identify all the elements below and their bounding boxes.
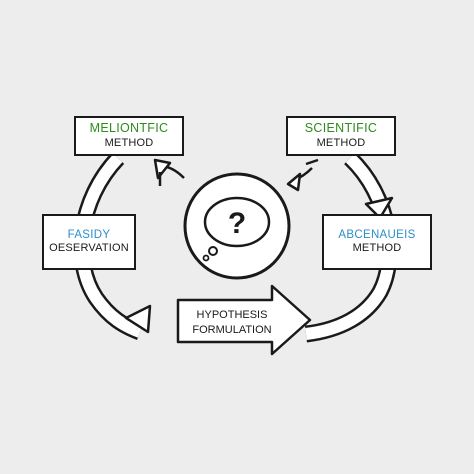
small-curved-arrow-right-icon [286, 158, 319, 192]
hypothesis-formulation-label: HYPOTHESIS FORMULATION [180, 308, 284, 339]
question-mark: ? [228, 207, 246, 240]
left-cycle-band [73, 152, 144, 340]
right-cycle-band [304, 151, 398, 343]
top-right-method-box: SCIENTIFIC METHOD [286, 116, 396, 156]
observation-box-title: FASIDY [67, 228, 111, 241]
top-right-box-title: SCIENTIFIC [304, 121, 378, 136]
hypothesis-line-1: HYPOTHESIS [196, 309, 268, 321]
bottom-left-arrowhead-icon [124, 304, 152, 334]
top-left-box-title: MELIONTFIC [89, 121, 169, 136]
right-band-arrowhead-icon [364, 196, 394, 220]
observation-box: FASIDY OESERVATION [42, 214, 136, 270]
top-left-method-box: MELIONTFIC METHOD [74, 116, 184, 156]
right-method-box: ABCENAUEIS METHOD [322, 214, 432, 270]
small-curved-arrow-left-icon [153, 158, 185, 186]
hypothesis-block-arrow-icon [176, 284, 312, 356]
top-right-box-subtitle: METHOD [316, 136, 366, 149]
observation-box-subtitle: OESERVATION [49, 242, 129, 255]
right-method-box-title: ABCENAUEIS [338, 228, 416, 241]
top-left-box-subtitle: METHOD [104, 136, 154, 149]
hypothesis-line-2: FORMULATION [192, 324, 272, 337]
right-method-box-subtitle: METHOD [352, 242, 402, 255]
question-bubble-icon: ? [183, 172, 291, 280]
